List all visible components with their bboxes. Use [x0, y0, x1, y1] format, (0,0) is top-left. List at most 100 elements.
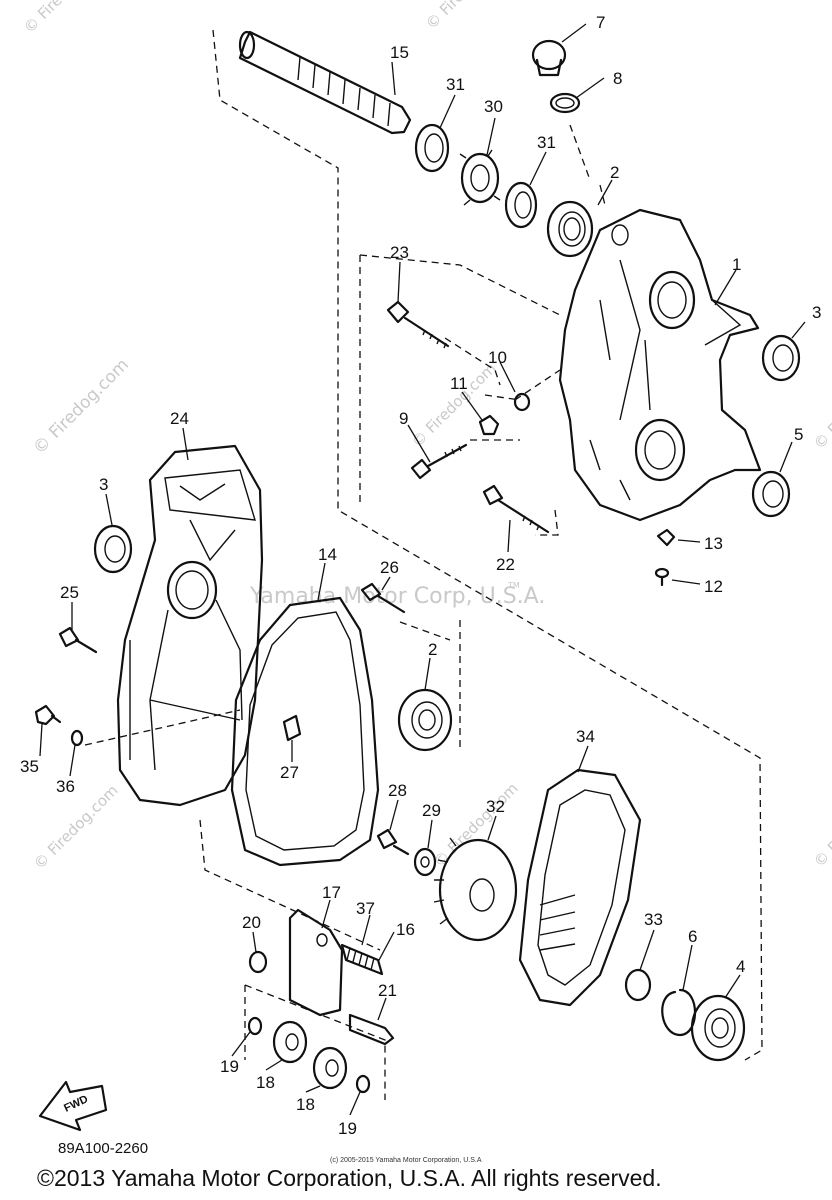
watermark-tm: TM — [507, 581, 520, 590]
clip-20 — [248, 950, 268, 974]
label-1: 1 — [732, 255, 741, 274]
washer-36 — [70, 729, 84, 747]
chain-34 — [518, 768, 642, 1007]
housing-part-1 — [558, 208, 762, 522]
roller-18-left — [272, 1020, 308, 1064]
washer-10 — [513, 392, 531, 412]
label-36: 36 — [56, 777, 75, 796]
nut-35 — [34, 704, 62, 726]
bolt-25 — [58, 626, 98, 654]
label-6: 6 — [688, 927, 697, 946]
bolt-21 — [348, 1013, 395, 1046]
circlip-6 — [661, 988, 697, 1037]
label-7: 7 — [596, 13, 605, 32]
label-25: 25 — [60, 583, 79, 602]
label-2-upper: 2 — [610, 163, 619, 182]
sprocket-30 — [459, 149, 501, 206]
sprocket-32 — [433, 837, 518, 942]
label-3-right: 3 — [812, 303, 821, 322]
seal-5 — [751, 470, 791, 518]
watermark-side: © Firedog.com — [29, 355, 133, 459]
washer-13 — [656, 528, 676, 547]
label-33: 33 — [644, 910, 663, 929]
forward-arrow-icon: FWD — [38, 1080, 108, 1132]
gasket-part-14 — [230, 596, 380, 867]
label-29: 29 — [422, 801, 441, 820]
watermark-layer: © Firedog.com Yamaha Motor Corp, U.S.A. … — [20, 0, 832, 873]
bolt-22 — [482, 484, 550, 534]
spring-37 — [340, 943, 384, 976]
washer-29 — [413, 847, 437, 877]
label-3-left: 3 — [99, 475, 108, 494]
label-14: 14 — [318, 545, 337, 564]
label-23: 23 — [390, 243, 409, 262]
label-17: 17 — [322, 883, 341, 902]
bearing-31-upper — [414, 123, 450, 173]
watermark-tile: © Firedog.com — [422, 0, 514, 33]
seal-3-left — [93, 524, 133, 574]
o-ring-8 — [549, 92, 581, 114]
label-16: 16 — [396, 920, 415, 939]
part-code: 89A100-2260 — [58, 1140, 149, 1157]
label-10: 10 — [488, 348, 507, 367]
cap-7 — [531, 39, 567, 77]
watermark-tile: © Firedog.com — [430, 779, 522, 871]
watermark-tile: © Firedog.com — [810, 361, 832, 453]
bolt-28 — [376, 828, 410, 856]
case-part-24 — [116, 444, 264, 807]
bearing-31-lower — [504, 181, 538, 229]
label-5: 5 — [794, 425, 803, 444]
label-13: 13 — [704, 534, 723, 553]
label-31-upper: 31 — [446, 75, 465, 94]
label-22: 22 — [496, 555, 515, 574]
watermark-tile: © Firedog.com — [20, 0, 112, 37]
label-18-right: 18 — [296, 1095, 315, 1114]
assembly-boundaries — [84, 29, 763, 1100]
washer-19-right — [355, 1074, 371, 1094]
label-30: 30 — [484, 97, 503, 116]
label-19-left: 19 — [220, 1057, 239, 1076]
label-31-lower: 31 — [537, 133, 556, 152]
label-26: 26 — [380, 558, 399, 577]
label-27: 27 — [280, 763, 299, 782]
watermark-tile: © Firedog.com — [810, 779, 832, 871]
label-9: 9 — [399, 409, 408, 428]
label-19-right: 19 — [338, 1119, 357, 1138]
spacer-33 — [624, 968, 652, 1002]
leader-lines — [39, 23, 806, 1116]
bearing-2-upper — [546, 200, 594, 258]
bearing-4 — [690, 994, 746, 1062]
washer-19-left — [247, 1016, 263, 1036]
bolt-23 — [386, 300, 450, 349]
roller-18-right — [312, 1046, 348, 1090]
copyright-footer: ©2013 Yamaha Motor Corporation, U.S.A. A… — [37, 1165, 662, 1191]
label-20: 20 — [242, 913, 261, 932]
fwd-label: FWD — [62, 1093, 90, 1114]
watermark-tile: © Firedog.com — [408, 359, 500, 451]
bolt-9 — [410, 443, 468, 480]
label-34: 34 — [576, 727, 595, 746]
label-11: 11 — [450, 374, 468, 393]
bolt-26 — [360, 582, 406, 614]
label-21: 21 — [378, 981, 397, 1000]
seal-3-right — [761, 334, 801, 382]
label-37: 37 — [356, 899, 375, 918]
screw-12 — [654, 567, 670, 587]
dowel-27 — [282, 714, 302, 742]
label-4: 4 — [736, 957, 745, 976]
label-28: 28 — [388, 781, 407, 800]
label-2-lower: 2 — [428, 640, 437, 659]
label-24: 24 — [170, 409, 189, 428]
watermark-tile: © Firedog.com — [30, 781, 122, 873]
label-35: 35 — [20, 757, 39, 776]
nut-11 — [478, 414, 500, 436]
shaft-part-15 — [238, 30, 412, 135]
small-notice: (c) 2005-2015 Yamaha Motor Corporation, … — [330, 1157, 482, 1164]
part-number-labels: 1 2 2 3 3 4 5 6 7 8 9 10 11 12 13 14 15 … — [20, 13, 821, 1138]
bearing-2-lower — [397, 688, 453, 752]
label-8: 8 — [613, 69, 622, 88]
label-18-left: 18 — [256, 1073, 275, 1092]
label-32: 32 — [486, 797, 505, 816]
label-12: 12 — [704, 577, 723, 596]
